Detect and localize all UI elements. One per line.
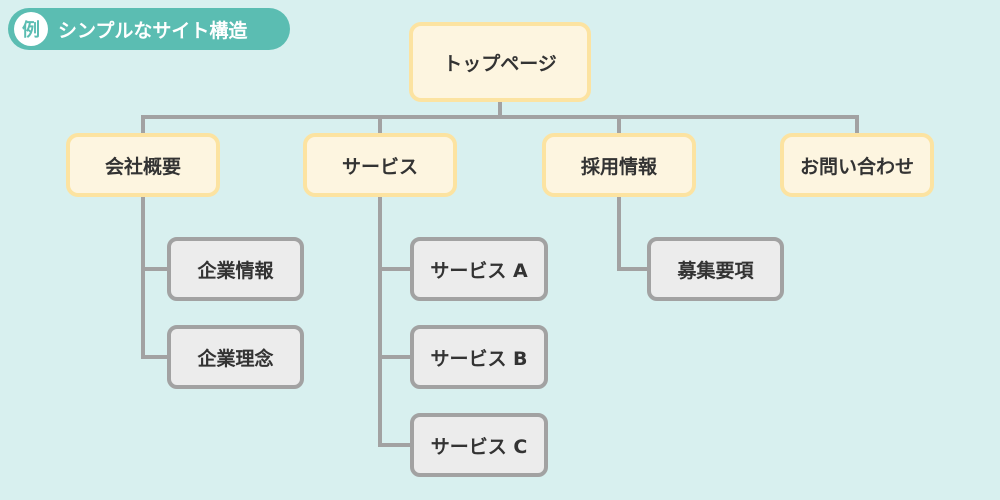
example-badge: 例 シンプルなサイト構造 <box>8 8 290 50</box>
node-contact: お問い合わせ <box>780 133 934 197</box>
node-service-a: サービス A <box>410 237 548 301</box>
node-service: サービス <box>303 133 457 197</box>
node-top-page: トップページ <box>409 22 591 102</box>
node-recruit-terms: 募集要項 <box>647 237 784 301</box>
node-recruit: 採用情報 <box>542 133 696 197</box>
node-service-c: サービス C <box>410 413 548 477</box>
badge-title: シンプルなサイト構造 <box>58 19 248 42</box>
node-company-philosophy: 企業理念 <box>167 325 304 389</box>
node-company: 会社概要 <box>66 133 220 197</box>
node-company-info: 企業情報 <box>167 237 304 301</box>
example-mark: 例 <box>14 12 48 46</box>
node-service-b: サービス B <box>410 325 548 389</box>
